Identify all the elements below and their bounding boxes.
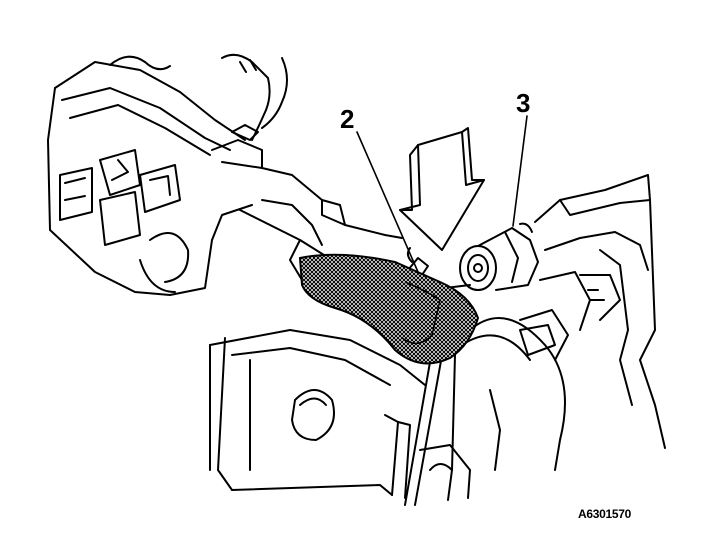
upper-housing [47,61,403,296]
callout-label-2: 2 [340,104,355,134]
right-bracket [447,174,666,501]
push-arrow [399,127,485,251]
bolt-component [459,222,539,291]
callout-label-3: 3 [516,88,531,118]
leader-line-2 [356,131,419,273]
wire-harness [109,53,288,141]
lower-body [209,329,471,499]
figure-reference-code: A6301570 [578,507,631,521]
gasket-fold-line [401,281,441,344]
hatched-gasket-area [298,253,480,365]
leader-line-3 [512,115,528,227]
